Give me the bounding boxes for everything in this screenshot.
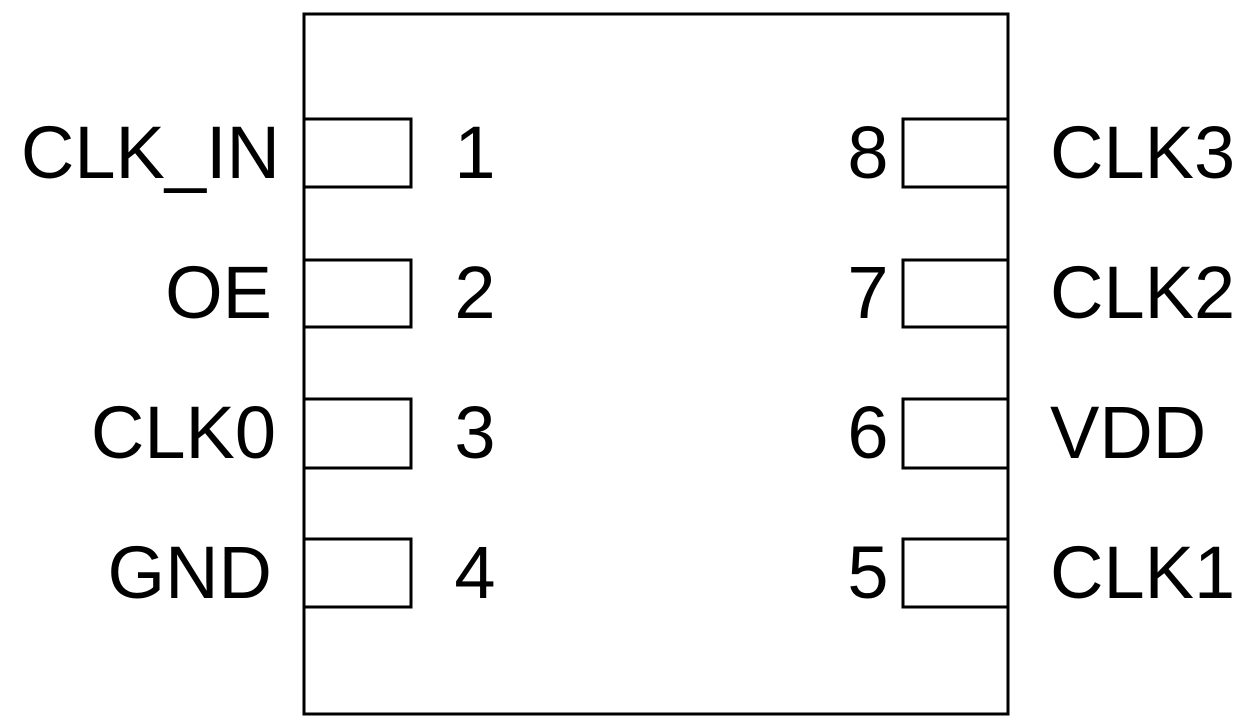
right-pin-5: 5 CLK1 xyxy=(847,531,1235,614)
pin-number: 3 xyxy=(454,391,495,474)
pin-pad xyxy=(901,537,1010,609)
pin-number: 2 xyxy=(454,251,495,334)
pin-pad xyxy=(901,117,1010,189)
pin-pad xyxy=(901,258,1010,329)
pin-name: CLK1 xyxy=(1050,531,1235,614)
pin-name: CLK2 xyxy=(1050,251,1235,334)
pin-pad xyxy=(302,537,413,609)
right-pin-6: 6 VDD xyxy=(847,391,1206,474)
pin-pad xyxy=(302,117,413,189)
pin-number: 7 xyxy=(847,251,888,334)
package-body xyxy=(302,12,1010,716)
pin-number: 4 xyxy=(454,531,495,614)
left-pin-2: 2 OE xyxy=(165,251,496,334)
pin-name: CLK0 xyxy=(91,391,276,474)
pin-name: CLK_IN xyxy=(21,111,280,194)
pin-pad xyxy=(302,258,413,329)
right-pin-8: 8 CLK3 xyxy=(847,111,1235,194)
pin-name: OE xyxy=(165,251,272,334)
right-pin-7: 7 CLK2 xyxy=(847,251,1235,334)
left-pin-1: 1 CLK_IN xyxy=(21,111,496,194)
pin-number: 1 xyxy=(454,111,495,194)
pin-number: 5 xyxy=(847,531,888,614)
pin-number: 8 xyxy=(847,111,888,194)
left-pin-4: 4 GND xyxy=(108,531,496,614)
pin-pad xyxy=(901,397,1010,470)
pin-number: 6 xyxy=(847,391,888,474)
pin-pad xyxy=(302,397,413,470)
pin-name: VDD xyxy=(1050,391,1206,474)
pin-name: GND xyxy=(108,531,272,614)
pin-name: CLK3 xyxy=(1050,111,1235,194)
left-pin-3: 3 CLK0 xyxy=(91,391,496,474)
